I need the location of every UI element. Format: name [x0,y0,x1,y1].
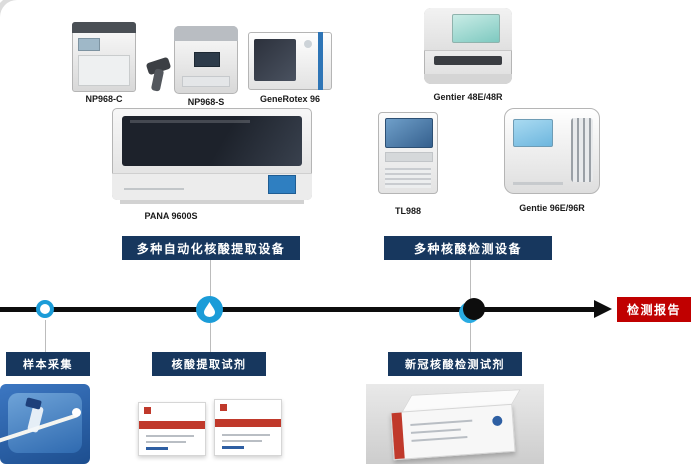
machine-label-gentier96: Gentie 96E/96R [519,203,585,213]
np968c-screen [78,38,100,51]
machine-gentier48-image [424,8,512,84]
pana9600s-window [122,116,302,166]
gentier48-screen [452,14,500,43]
timeline-node-sample [36,300,54,318]
timeline-node-detection [463,298,485,320]
connector-node-to-covid-reagent [470,320,471,352]
kit-logo-icon [144,407,151,414]
swab-tip [72,408,81,417]
gentier96-screen [513,119,553,147]
step-covid-test-reagent: 新冠核酸检测试剂 [388,352,522,376]
machine-gentier96-image [504,108,600,194]
step-extraction-reagent: 核酸提取试剂 [152,352,266,376]
extraction-reagent-photo [138,390,282,460]
barcode-scanner-image [138,56,174,94]
machine-label-np968c: NP968-C [85,94,123,104]
reagent-kit-box-2 [214,399,282,456]
kit-logo-icon [220,404,227,411]
machine-np968c-image [72,22,136,92]
reagent-kit-box-1 [138,402,206,456]
covid-kit-box [390,403,516,461]
machine-label-generotex96: GeneRotex 96 [259,94,321,104]
connector-node-to-extraction-reagent [210,323,211,352]
connector-extraction-to-node [210,260,211,297]
report-badge: 检测报告 [617,297,691,322]
step-sample-collection: 样本采集 [6,352,90,376]
machine-tl988-image [378,112,438,194]
timeline-arrowhead [594,300,612,318]
tl988-screen [385,118,433,148]
timeline-node-extraction [196,296,223,323]
droplet-icon [204,302,215,317]
machine-generotex96-image [248,32,332,90]
banner-extraction-equipment: 多种自动化核酸提取设备 [122,236,300,260]
machine-label-tl988: TL988 [394,206,421,216]
machine-label-pana9600s: PANA 9600S [144,211,198,221]
banner-detection-equipment: 多种核酸检测设备 [384,236,552,260]
kit-logo-icon [491,415,503,427]
pana9600s-screen [268,175,296,194]
covid-kit-photo [366,384,544,464]
machine-pana9600s-image [112,108,312,204]
np968s-screen [194,52,220,67]
sample-collection-photo [0,384,90,464]
connector-node-to-sample [45,320,46,352]
machine-label-np968s: NP968-S [187,97,225,107]
machine-label-gentier48: Gentier 48E/48R [433,92,503,102]
machine-np968s-image [174,26,238,94]
frame-corner [0,0,34,34]
connector-detection-to-node [470,260,471,299]
generotex96-window [254,39,296,81]
timeline-axis [0,307,598,312]
